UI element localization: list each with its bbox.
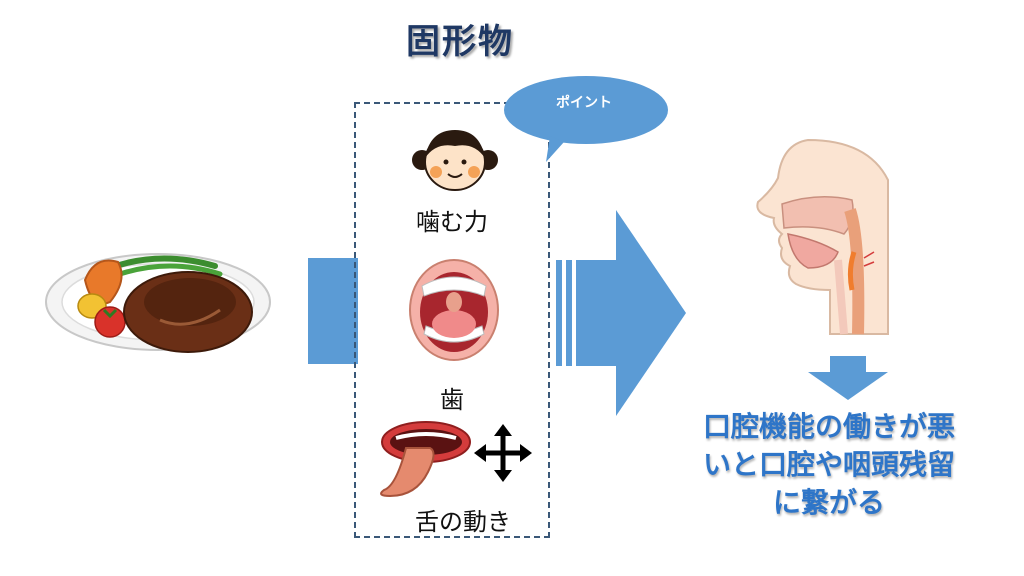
hamburg-steak-plate-icon <box>45 253 271 353</box>
speech-bubble <box>504 76 668 162</box>
child-face-icon <box>412 130 498 191</box>
factor-box <box>354 102 550 538</box>
move-arrows-icon <box>474 424 532 482</box>
open-mouth-teeth-icon <box>409 259 499 361</box>
point-label: ポイント <box>556 95 612 111</box>
result-line-3: に繋がる <box>772 486 885 519</box>
result-text: 口腔機能の働きが悪 いと口腔や咽頭残留 に繋がる <box>664 408 994 522</box>
arrow-left-segment <box>308 258 358 364</box>
tongue-out-icon <box>380 421 471 498</box>
diagram-title: 固形物 <box>406 22 514 62</box>
arrow-down-icon <box>808 356 888 400</box>
result-line-2: いと口腔や咽頭残留 <box>702 448 955 481</box>
factor-label-tongue: 舌の動き <box>415 508 511 536</box>
arrow-right-icon <box>556 210 686 416</box>
head-cross-section-icon <box>756 138 889 335</box>
result-line-1: 口腔機能の働きが悪 <box>702 410 955 443</box>
factor-label-bite: 噛む力 <box>416 208 488 236</box>
factor-label-teeth: 歯 <box>440 386 464 414</box>
